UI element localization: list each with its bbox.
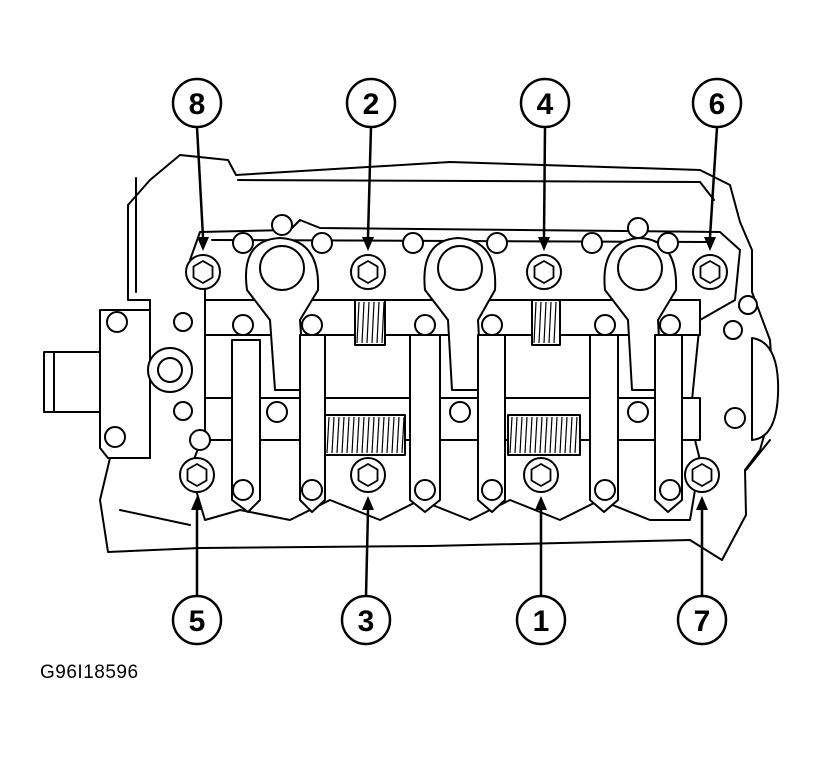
figure-id: G96I18596: [40, 662, 139, 683]
arrowhead: [538, 237, 550, 251]
head-bolt: [350, 254, 386, 290]
head-bolt: [692, 254, 728, 290]
callout-1: 1: [515, 496, 567, 646]
head-bolts: [179, 254, 728, 493]
callout-5: 5: [171, 496, 223, 646]
callout-2: 2: [345, 77, 397, 251]
head-bolt: [179, 457, 215, 493]
callout-number: 1: [533, 605, 550, 638]
head-bolt: [185, 254, 221, 290]
head-bolt: [684, 457, 720, 493]
arrowhead: [535, 496, 547, 510]
leader-line: [364, 509, 370, 597]
leader-line: [708, 126, 719, 238]
arrowhead: [362, 496, 374, 510]
callout-number: 4: [537, 88, 554, 121]
arrowhead: [704, 237, 716, 251]
rocker-arms: [189, 214, 683, 513]
callout-number: 7: [694, 605, 711, 638]
callout-number: 3: [358, 605, 375, 638]
leader-line: [542, 126, 547, 238]
arrowhead: [362, 237, 374, 251]
callout-number: 8: [189, 88, 206, 121]
callout-6: 6: [691, 77, 743, 251]
head-bolt: [523, 457, 559, 493]
callout-3: 3: [340, 496, 392, 646]
leader-line: [366, 126, 373, 238]
arrowhead: [696, 496, 708, 510]
callout-7: 7: [676, 496, 728, 646]
callout-number: 2: [363, 88, 380, 121]
head-bolt: [526, 254, 562, 290]
callout-number: 5: [189, 605, 206, 638]
valve-springs: [324, 299, 581, 456]
arrowhead: [191, 496, 203, 510]
head-bolt: [350, 457, 386, 493]
callout-4: 4: [519, 77, 571, 251]
bolt-callouts: 8 2 4 6 5 3 1 7: [171, 77, 743, 646]
arrowhead: [197, 237, 209, 251]
leader-line: [195, 126, 205, 238]
callout-8: 8: [171, 77, 223, 251]
callout-number: 6: [709, 88, 726, 121]
